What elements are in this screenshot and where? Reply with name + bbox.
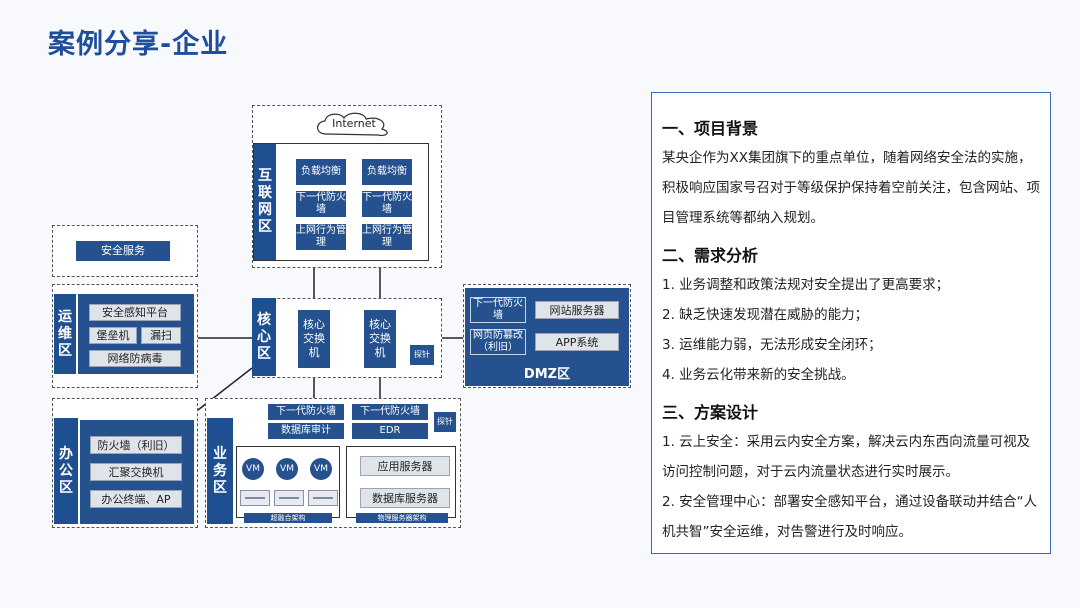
office-terminal-ap: 办公终端、AP [90, 490, 182, 508]
situational-awareness-platform: 安全感知平台 [89, 304, 181, 321]
hci-cluster [236, 446, 340, 518]
ngfw-2: 下一代防火墙 [362, 191, 412, 217]
internet-cloud-icon [317, 112, 388, 137]
legacy-firewall: 防火墙（利旧） [90, 436, 182, 454]
security-service-box: 安全服务 [76, 241, 170, 261]
solution-item: 2. 安全管理中心：部署安全感知平台，通过设备联动并结合“人机共智”安全运维，对… [662, 494, 1038, 540]
ngfw-1: 下一代防火墙 [296, 191, 346, 217]
section-requirements-title: 二、需求分析 [662, 246, 759, 265]
ops-zone-label: 运维区 [54, 294, 76, 374]
load-balancer-2: 负载均衡 [362, 159, 412, 185]
requirement-item: 1. 业务调整和政策法规对安全提出了更高要求； [662, 277, 950, 293]
dmz-ngfw: 下一代防火墙 [470, 297, 526, 323]
server-icon [308, 490, 338, 506]
section-background-body: 某央企作为XX集团旗下的重点单位，随着网络安全法的实施，积极响应国家号召对于等级… [662, 150, 1040, 226]
business-ngfw-1: 下一代防火墙 [268, 404, 344, 420]
server-icon [240, 490, 270, 506]
vm-icon: VM [242, 458, 264, 480]
server-icon [274, 490, 304, 506]
requirement-item: 2. 缺乏快速发现潜在威胁的能力； [662, 307, 869, 323]
office-zone-label: 办公区 [54, 418, 78, 524]
web-tamper-protection: 网页防篡改（利旧） [470, 329, 526, 355]
aggregation-switch: 汇聚交换机 [90, 463, 182, 481]
network-antivirus: 网络防病毒 [89, 350, 181, 367]
behavior-mgmt-2: 上网行为管理 [362, 224, 412, 250]
load-balancer-1: 负载均衡 [296, 159, 346, 185]
section-background-title: 一、项目背景 [662, 119, 759, 138]
app-system: APP系统 [535, 333, 619, 351]
page-title: 案例分享-企业 [48, 29, 229, 60]
requirement-item: 3. 运维能力弱，无法形成安全闭环； [662, 337, 882, 353]
bastion-host: 堡垒机 [89, 327, 137, 344]
core-switch-2: 核心交换机 [364, 310, 396, 368]
core-zone [252, 298, 442, 378]
core-probe: 探针 [410, 345, 434, 365]
business-ngfw-2: 下一代防火墙 [352, 404, 428, 420]
business-probe: 探针 [434, 412, 456, 432]
internet-zone-label: 互联网区 [254, 144, 276, 260]
core-zone-label: 核心区 [252, 298, 276, 376]
core-switch-1: 核心交换机 [298, 310, 330, 368]
db-audit: 数据库审计 [268, 423, 344, 439]
physical-caption: 物理服务器架构 [356, 513, 448, 523]
vuln-scanner: 漏扫 [141, 327, 181, 344]
business-zone-label: 业务区 [207, 418, 233, 524]
hci-caption: 超融合架构 [244, 513, 332, 523]
behavior-mgmt-1: 上网行为管理 [296, 224, 346, 250]
description-panel: 一、项目背景 某央企作为XX集团旗下的重点单位，随着网络安全法的实施，积极响应国… [651, 92, 1051, 554]
vm-icon: VM [276, 458, 298, 480]
internet-label: Internet [332, 117, 376, 130]
edr: EDR [352, 423, 428, 439]
vm-icon: VM [310, 458, 332, 480]
requirement-item: 4. 业务云化带来新的安全挑战。 [662, 367, 855, 383]
web-server: 网站服务器 [535, 301, 619, 319]
section-solution-title: 三、方案设计 [662, 403, 759, 422]
db-server: 数据库服务器 [360, 488, 450, 508]
app-server: 应用服务器 [360, 456, 450, 476]
solution-item: 1. 云上安全：采用云内安全方案，解决云内东西向流量可视及访问控制问题，对于云内… [662, 434, 1031, 480]
dmz-zone-label: DMZ区 [523, 367, 571, 382]
